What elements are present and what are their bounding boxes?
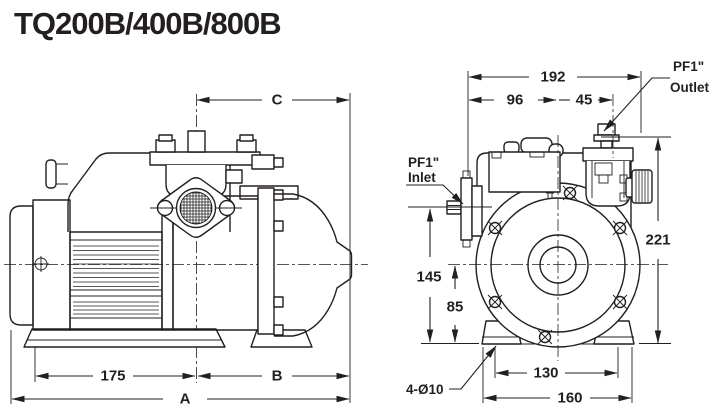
bolt-icon <box>612 220 628 236</box>
dim-label-85: 85 <box>447 299 464 316</box>
dim-label-96: 96 <box>507 92 524 109</box>
mounting-base-side <box>23 328 313 348</box>
front-view-dimensions: 192 96 45 221 145 85 130 160 4-Ø10 <box>406 59 710 407</box>
strainer-mesh <box>180 192 212 224</box>
bolt-icon <box>487 220 503 236</box>
dim-label-160: 160 <box>557 390 582 407</box>
dim-label-175: 175 <box>100 368 125 385</box>
pressure-knob <box>619 169 653 204</box>
drawing-title: TQ200B/400B/800B <box>14 6 282 41</box>
side-view-drawing: C 175 B A <box>4 92 368 408</box>
dim-label-192: 192 <box>540 69 565 86</box>
motor-rear-housing <box>9 199 71 331</box>
inlet-label-port: PF1" <box>408 155 439 170</box>
bolt-icon <box>487 294 503 310</box>
dim-label-130: 130 <box>533 365 558 382</box>
dim-label-a: A <box>180 391 191 408</box>
dim-label-221: 221 <box>645 232 670 249</box>
dim-label-c: C <box>272 92 283 109</box>
outlet-label-port: PF1" <box>673 59 704 74</box>
bolt-icon <box>562 185 578 201</box>
inlet-label-name: Inlet <box>408 170 436 185</box>
pump-dome <box>274 193 353 337</box>
side-view-dimensions: C 175 B A <box>10 92 351 408</box>
bolt-icon <box>33 256 49 272</box>
rim-bolts <box>487 184 628 345</box>
pump-stage-flange <box>257 187 284 336</box>
holes-leader-line <box>449 345 497 390</box>
dim-label-b: B <box>272 368 283 385</box>
inlet-leader-line <box>406 184 464 205</box>
outlet-label-name: Outlet <box>670 80 710 95</box>
dim-label-45: 45 <box>576 92 593 109</box>
bolt-icon <box>537 329 553 345</box>
outlet-leader-line <box>603 77 670 132</box>
holes-callout-label: 4-Ø10 <box>406 382 444 397</box>
inlet-strainer-flange <box>150 177 242 238</box>
terminal-box <box>488 137 564 193</box>
bolt-icon <box>612 294 628 310</box>
motor-fins <box>69 231 163 331</box>
dim-label-145: 145 <box>416 269 441 286</box>
front-view-drawing: 192 96 45 221 145 85 130 160 4-Ø10 <box>406 59 710 407</box>
